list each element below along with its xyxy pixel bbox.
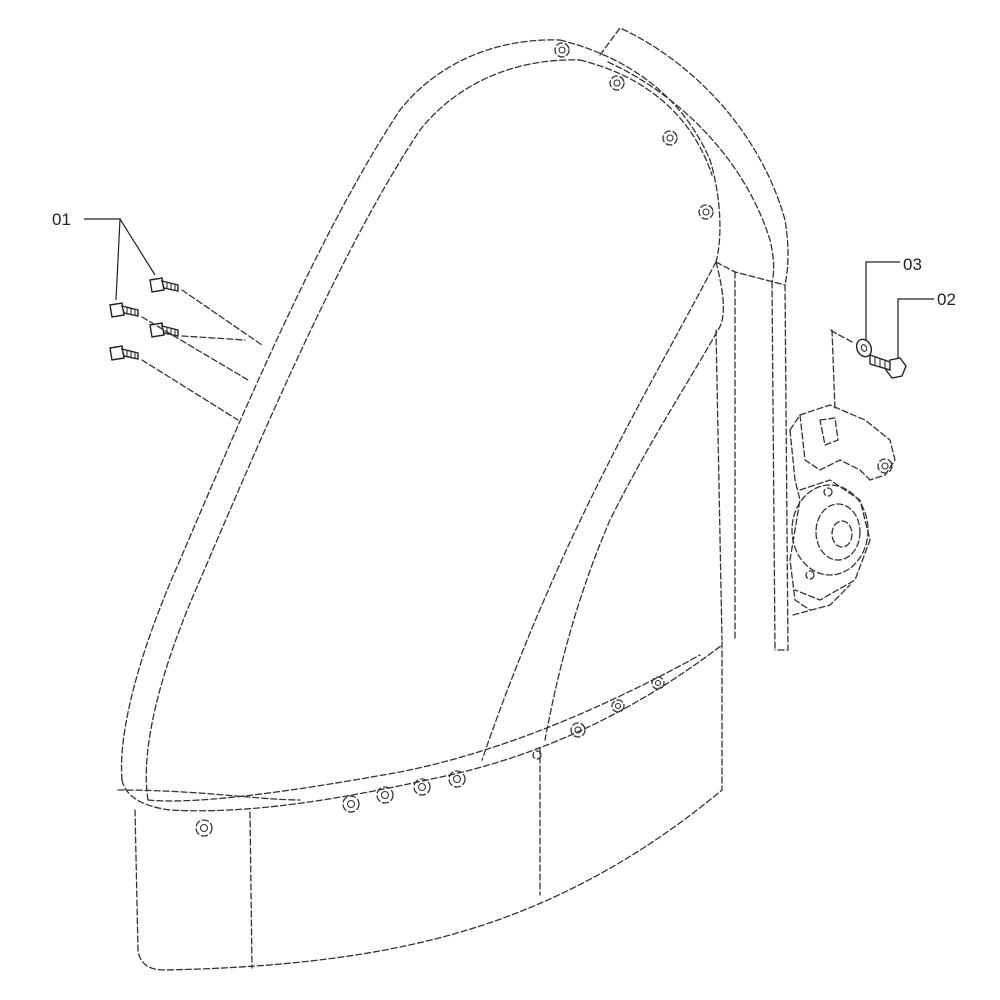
flange-bolt-hole xyxy=(570,722,586,738)
flange-bolt-hole xyxy=(609,75,625,91)
flange-bolt-hole xyxy=(611,699,625,713)
side-mount-bracket xyxy=(789,329,896,616)
bolt xyxy=(109,345,139,361)
bolt xyxy=(109,302,139,318)
flange-bolt-hole xyxy=(448,770,466,788)
flange-bolt-hole xyxy=(195,819,213,837)
part-03-washer xyxy=(829,329,873,358)
bolt xyxy=(149,322,179,338)
flange-bolt-hole xyxy=(532,750,542,760)
callout-03: 03 xyxy=(865,255,922,340)
callout-label-03: 03 xyxy=(903,255,922,274)
callout-02: 02 xyxy=(897,290,956,358)
cover-housing xyxy=(117,27,789,971)
bolt xyxy=(149,277,179,293)
flange-bolt-hole xyxy=(376,786,394,804)
callout-label-02: 02 xyxy=(937,290,956,309)
callout-01: 01 xyxy=(52,210,156,301)
flange-bolt-holes xyxy=(195,42,714,837)
flange-bolt-hole xyxy=(662,130,678,146)
flange-bolt-hole xyxy=(342,795,360,813)
flange-bolt-hole xyxy=(651,676,665,690)
part-01-bolts xyxy=(109,277,263,421)
flange-bolt-hole xyxy=(554,42,570,58)
part-02-bolt xyxy=(869,354,907,379)
callout-label-01: 01 xyxy=(52,210,71,229)
flange-bolt-hole xyxy=(413,778,431,796)
flange-bolt-hole xyxy=(698,204,714,220)
